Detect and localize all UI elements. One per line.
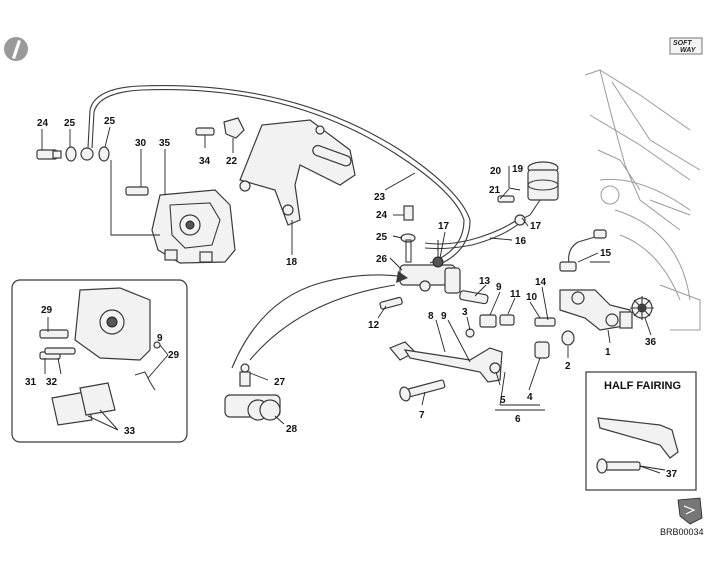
callout-9: 9 — [441, 311, 447, 322]
bushings — [534, 330, 575, 359]
svg-text:WAY: WAY — [680, 47, 697, 54]
callout-16: 16 — [515, 236, 527, 247]
callout-20: 20 — [490, 166, 502, 177]
callout-10: 10 — [526, 292, 538, 303]
master-cylinder — [399, 205, 461, 294]
callout-21: 21 — [489, 185, 501, 196]
callout-7: 7 — [419, 410, 425, 421]
callout-8: 8 — [428, 311, 434, 322]
callout-29: 29 — [168, 350, 180, 361]
callout-34: 34 — [199, 156, 211, 167]
pushrod-clevis — [465, 314, 556, 338]
callout-19: 19 — [512, 164, 524, 175]
callout-28: 28 — [286, 424, 298, 435]
callout-14: 14 — [535, 277, 547, 288]
pads-inset — [11, 279, 188, 443]
callout-5: 5 — [500, 395, 506, 406]
callout-numbers: 24 25 25 30 35 34 22 23 18 24 25 26 17 1… — [25, 116, 678, 480]
drawing-code: BRB00034 — [660, 527, 704, 537]
callout-37: 37 — [666, 469, 678, 480]
callout-25: 25 — [104, 116, 116, 127]
callout-1: 1 — [605, 347, 611, 358]
callout-33: 33 — [124, 426, 136, 437]
callout-26: 26 — [376, 254, 388, 265]
caliper-bracket — [239, 119, 356, 226]
svg-text:SOFT: SOFT — [673, 40, 692, 47]
mount-bolt-12 — [379, 296, 403, 310]
callout-9: 9 — [496, 282, 502, 293]
callout-29: 29 — [41, 305, 53, 316]
callout-6: 6 — [515, 414, 521, 425]
callout-18: 18 — [286, 257, 298, 268]
callout-17: 17 — [438, 221, 450, 232]
frame-outline — [584, 69, 701, 331]
half-fairing-inset — [585, 371, 697, 491]
detail-arrows — [231, 271, 408, 369]
callout-30: 30 — [135, 138, 147, 149]
callout-24: 24 — [376, 210, 388, 221]
pedal-bolt — [399, 379, 446, 402]
callout-24: 24 — [37, 118, 49, 129]
rear-master-cylinder — [224, 363, 281, 421]
pivot-pin — [459, 290, 489, 305]
callout-25: 25 — [376, 232, 388, 243]
callout-9: 9 — [157, 333, 163, 344]
callout-36: 36 — [645, 337, 657, 348]
next-page-arrow-icon — [677, 497, 703, 525]
callout-23: 23 — [374, 192, 386, 203]
half-fairing-title: HALF FAIRING — [604, 380, 681, 392]
callout-32: 32 — [46, 377, 58, 388]
callout-31: 31 — [25, 377, 37, 388]
brake-caliper — [151, 189, 236, 264]
brake-pedal — [389, 341, 503, 383]
callout-13: 13 — [479, 276, 491, 287]
callout-25: 25 — [64, 118, 76, 129]
brake-fluid-reservoir — [497, 161, 559, 221]
banjo-bolt-set — [36, 146, 110, 162]
brake-hose — [87, 85, 471, 269]
callout-2: 2 — [565, 361, 571, 372]
leader-lines — [41, 126, 666, 471]
brake-light-switch-wire — [559, 229, 607, 272]
callout-22: 22 — [226, 156, 238, 167]
callout-12: 12 — [368, 320, 380, 331]
callout-3: 3 — [462, 307, 468, 318]
callout-4: 4 — [527, 392, 533, 403]
gear-icon — [630, 296, 654, 320]
caliper-mount-bolt — [125, 186, 149, 196]
bracket-bolt-and-clip — [195, 117, 245, 139]
callout-27: 27 — [274, 377, 286, 388]
callout-17: 17 — [530, 221, 542, 232]
footrest-bracket — [559, 289, 633, 331]
callout-15: 15 — [600, 248, 612, 259]
callout-35: 35 — [159, 138, 171, 149]
page-badge-icon — [4, 37, 28, 61]
softway-logo: SOFT WAY — [669, 37, 703, 55]
callout-11: 11 — [510, 289, 521, 300]
